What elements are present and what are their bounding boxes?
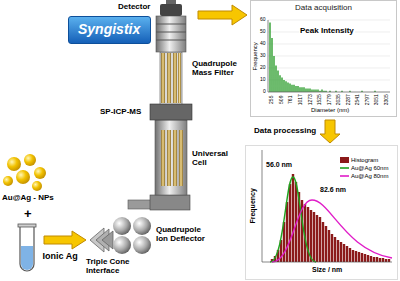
part-label: Quadrupole Ion Deflector bbox=[156, 226, 214, 244]
axis-title: Size / nm bbox=[312, 266, 342, 274]
test-tube bbox=[18, 224, 36, 271]
legend-line-sample bbox=[340, 175, 349, 177]
axis-title: Frequency bbox=[252, 42, 259, 70]
tick-label: 1779 bbox=[326, 94, 332, 105]
part-label: Triple Cone Interface bbox=[86, 258, 148, 276]
legend-row: Histogram bbox=[340, 150, 378, 158]
flow-arrow bbox=[320, 120, 340, 143]
tick-label: 1273 bbox=[307, 94, 313, 105]
node-text: 56.0 nm bbox=[265, 161, 293, 169]
sample-arrow bbox=[44, 231, 86, 249]
tick-label: 3051 bbox=[374, 94, 380, 105]
software-logo: Syngistix bbox=[68, 16, 151, 44]
plus-sign: + bbox=[24, 207, 32, 221]
tick-label: 761 bbox=[288, 95, 294, 103]
legend-line bbox=[340, 173, 349, 179]
legend-line bbox=[340, 165, 349, 171]
tick-label: 50 bbox=[260, 29, 266, 35]
axis-title: Diameter (nm) bbox=[311, 107, 349, 114]
node-text: Syngistix bbox=[78, 22, 141, 37]
tick-label: 40 bbox=[260, 41, 266, 47]
tick-label: 1525 bbox=[317, 94, 323, 105]
sample-label: Ionic Ag bbox=[43, 252, 78, 262]
tick-label: 0 bbox=[263, 89, 266, 95]
tick-label: 30 bbox=[260, 53, 266, 59]
axis-title: Frequency bbox=[248, 188, 256, 223]
tick-label: 255 bbox=[269, 95, 275, 103]
legend-row: Au@Ag 80nm bbox=[340, 166, 388, 174]
output-arrow bbox=[198, 5, 247, 25]
acquisition-plot bbox=[268, 20, 390, 92]
tick-label: 2035 bbox=[336, 94, 342, 105]
size-plot bbox=[262, 150, 392, 262]
ion-deflector bbox=[113, 217, 151, 254]
edge-label: Data processing bbox=[254, 127, 316, 136]
part-label: Universal Cell bbox=[192, 150, 240, 168]
tick-label: 2287 bbox=[345, 94, 351, 105]
nanoparticles bbox=[3, 154, 46, 191]
triple-cone bbox=[90, 228, 113, 252]
part-label: Detector bbox=[118, 3, 150, 12]
tick-label: 20 bbox=[260, 65, 266, 71]
tick-label: 10 bbox=[260, 77, 266, 83]
tick-label: 2797 bbox=[364, 94, 370, 105]
part-label: SP-ICP-MS bbox=[100, 108, 141, 117]
node-text: Peak Intensity bbox=[299, 27, 355, 36]
legend-text: Au@Ag 60nm bbox=[351, 165, 388, 171]
tick-label: 509 bbox=[279, 95, 285, 103]
node-text: 82.6 nm bbox=[319, 186, 347, 194]
sample-label: Au@Ag - NPs bbox=[2, 194, 54, 203]
node-text: Data acquisition bbox=[295, 4, 352, 13]
legend-text: Histogram bbox=[351, 157, 378, 163]
legend-row: Au@Ag 60nm bbox=[340, 158, 388, 166]
part-label: Quadrupole Mass Filter bbox=[192, 60, 248, 78]
legend-text: Au@Ag 80nm bbox=[351, 173, 388, 179]
legend-swatch bbox=[340, 157, 349, 163]
tick-label: 3305 bbox=[383, 94, 389, 105]
tick-label: 2541 bbox=[355, 94, 361, 105]
tick-label: 1017 bbox=[298, 94, 304, 105]
tick-label: 60 bbox=[260, 17, 266, 23]
legend-line-sample bbox=[340, 167, 349, 169]
